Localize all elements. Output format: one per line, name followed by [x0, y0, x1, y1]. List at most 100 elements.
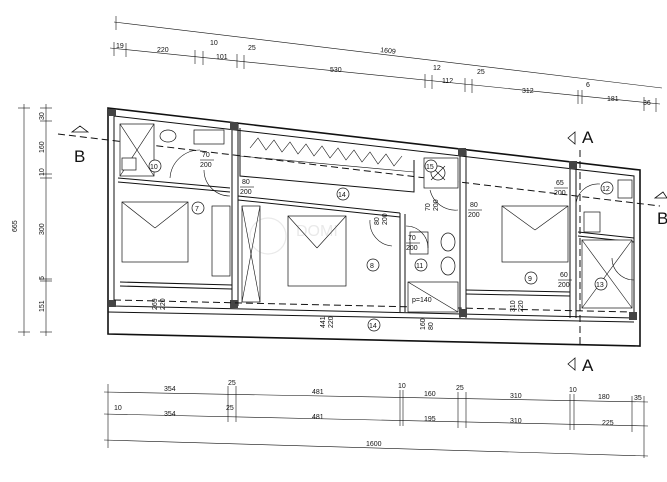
room-number: 8: [370, 263, 374, 270]
bottom-dim: 10: [398, 383, 406, 390]
top-dim: 19: [116, 43, 124, 50]
svg-text:200: 200: [200, 162, 212, 169]
door-label: 70 200: [425, 199, 440, 211]
furniture: [121, 201, 569, 303]
bottom-dim: 481: [312, 414, 324, 421]
svg-text:65: 65: [556, 180, 564, 187]
door-label: 65 200: [554, 180, 568, 197]
top-dim: 10: [210, 40, 218, 47]
section-label: B: [74, 147, 85, 166]
svg-text:200: 200: [382, 213, 389, 225]
room-numbers: 10 7 14 8 11 15 9 12 13 14: [148, 159, 614, 332]
section-marker-a-bottom: A: [567, 356, 594, 375]
bottom-dim: 25: [228, 380, 236, 387]
room-number: 15: [426, 164, 434, 171]
svg-text:80: 80: [470, 202, 478, 209]
room-number: 14: [338, 192, 346, 199]
section-marker-b-right: B: [653, 191, 667, 228]
svg-text:160: 160: [420, 318, 427, 330]
top-dim: 530: [330, 67, 342, 74]
top-overall-dim: 1609: [380, 47, 396, 56]
bottom-dim: 180: [598, 394, 610, 401]
room-number: 7: [195, 206, 199, 213]
door-label: 80 200: [468, 202, 482, 219]
bottom-dim: 10: [569, 387, 577, 394]
svg-text:200: 200: [240, 189, 252, 196]
room-number: 9: [528, 276, 532, 283]
interior-walls: [117, 122, 635, 318]
bottom-overall-dim: 1600: [366, 441, 382, 448]
bottom-dim: 354: [164, 386, 176, 393]
door-swings: [169, 149, 635, 281]
top-dim: 220: [157, 47, 169, 54]
svg-text:200: 200: [558, 282, 570, 289]
staircase: [239, 128, 415, 193]
window-label: 441 220: [320, 316, 335, 328]
svg-text:441: 441: [320, 316, 327, 328]
window-label: 310 220: [510, 300, 525, 312]
section-marker-b-left: B: [70, 125, 90, 166]
columns: [109, 109, 637, 320]
bottom-dim: 25: [456, 385, 464, 392]
svg-text:200: 200: [406, 245, 418, 252]
door-label: 70 200: [406, 235, 420, 252]
bathroom-fixtures: [119, 123, 633, 313]
top-dim: 12: [433, 65, 441, 72]
room-number: 14: [369, 323, 377, 330]
room-number: 10: [150, 164, 158, 171]
bottom-dim: 225: [602, 420, 614, 427]
room-number: 11: [416, 263, 423, 270]
left-dim: 30: [39, 112, 46, 120]
bottom-dim: 10: [114, 405, 122, 412]
top-dim: 312: [522, 88, 534, 95]
shower-label: p=140: [412, 297, 432, 304]
top-dim: 25: [248, 45, 256, 52]
bottom-dim: 35: [634, 395, 642, 402]
left-dim: 5: [39, 276, 46, 280]
top-dim: 112: [442, 78, 453, 85]
door-label: 70 200: [200, 152, 214, 169]
svg-text:200: 200: [468, 212, 480, 219]
bottom-dim: 354: [164, 411, 176, 418]
left-dim: 160: [39, 141, 46, 153]
section-marker-a-top: A: [567, 128, 594, 147]
svg-text:220: 220: [160, 298, 167, 310]
bottom-dim: 195: [424, 416, 436, 423]
svg-text:220: 220: [518, 300, 525, 312]
top-dim: 36: [643, 100, 651, 107]
window-label: 160 80: [420, 318, 435, 330]
top-dim: 101: [216, 54, 228, 61]
bottom-dim: 25: [226, 405, 234, 412]
door-label: 80 200: [240, 179, 254, 196]
watermark-logo: DOMI: [249, 217, 338, 255]
svg-text:200: 200: [433, 199, 440, 211]
left-dim: 10: [39, 168, 46, 176]
top-dim: 181: [607, 96, 619, 103]
left-dim: 300: [39, 223, 46, 235]
left-dimension-chain: 665 30 160 10 300 5 151: [12, 104, 52, 336]
svg-text:80: 80: [374, 217, 381, 225]
svg-text:80: 80: [242, 179, 250, 186]
section-label: A: [582, 356, 594, 375]
bottom-dimension-chain: 354 25 481 10 160 25 310 10 180 35 10 35…: [103, 380, 649, 458]
svg-text:310: 310: [510, 300, 517, 312]
top-dim: 6: [586, 82, 590, 89]
bottom-dim: 160: [424, 391, 436, 398]
window-label: 269 220: [152, 298, 167, 310]
door-label: 60 200: [558, 272, 572, 289]
left-overall-dim: 665: [12, 220, 19, 232]
bottom-dim: 481: [312, 389, 324, 396]
door-labels: 70 200 80 200 80 200 70 200 70 200 80 20…: [200, 152, 572, 289]
window-labels: 269 220 441 220 160 80 310 220: [152, 298, 525, 330]
section-label: A: [582, 128, 594, 147]
svg-text:269: 269: [152, 298, 159, 310]
bottom-dim: 310: [510, 393, 522, 400]
section-label: B: [657, 209, 667, 228]
svg-text:70: 70: [202, 152, 210, 159]
bottom-dim: 310: [510, 418, 522, 425]
svg-text:220: 220: [328, 316, 335, 328]
left-dim: 151: [39, 300, 46, 312]
section-lines: [57, 133, 661, 348]
svg-text:80: 80: [428, 322, 435, 330]
